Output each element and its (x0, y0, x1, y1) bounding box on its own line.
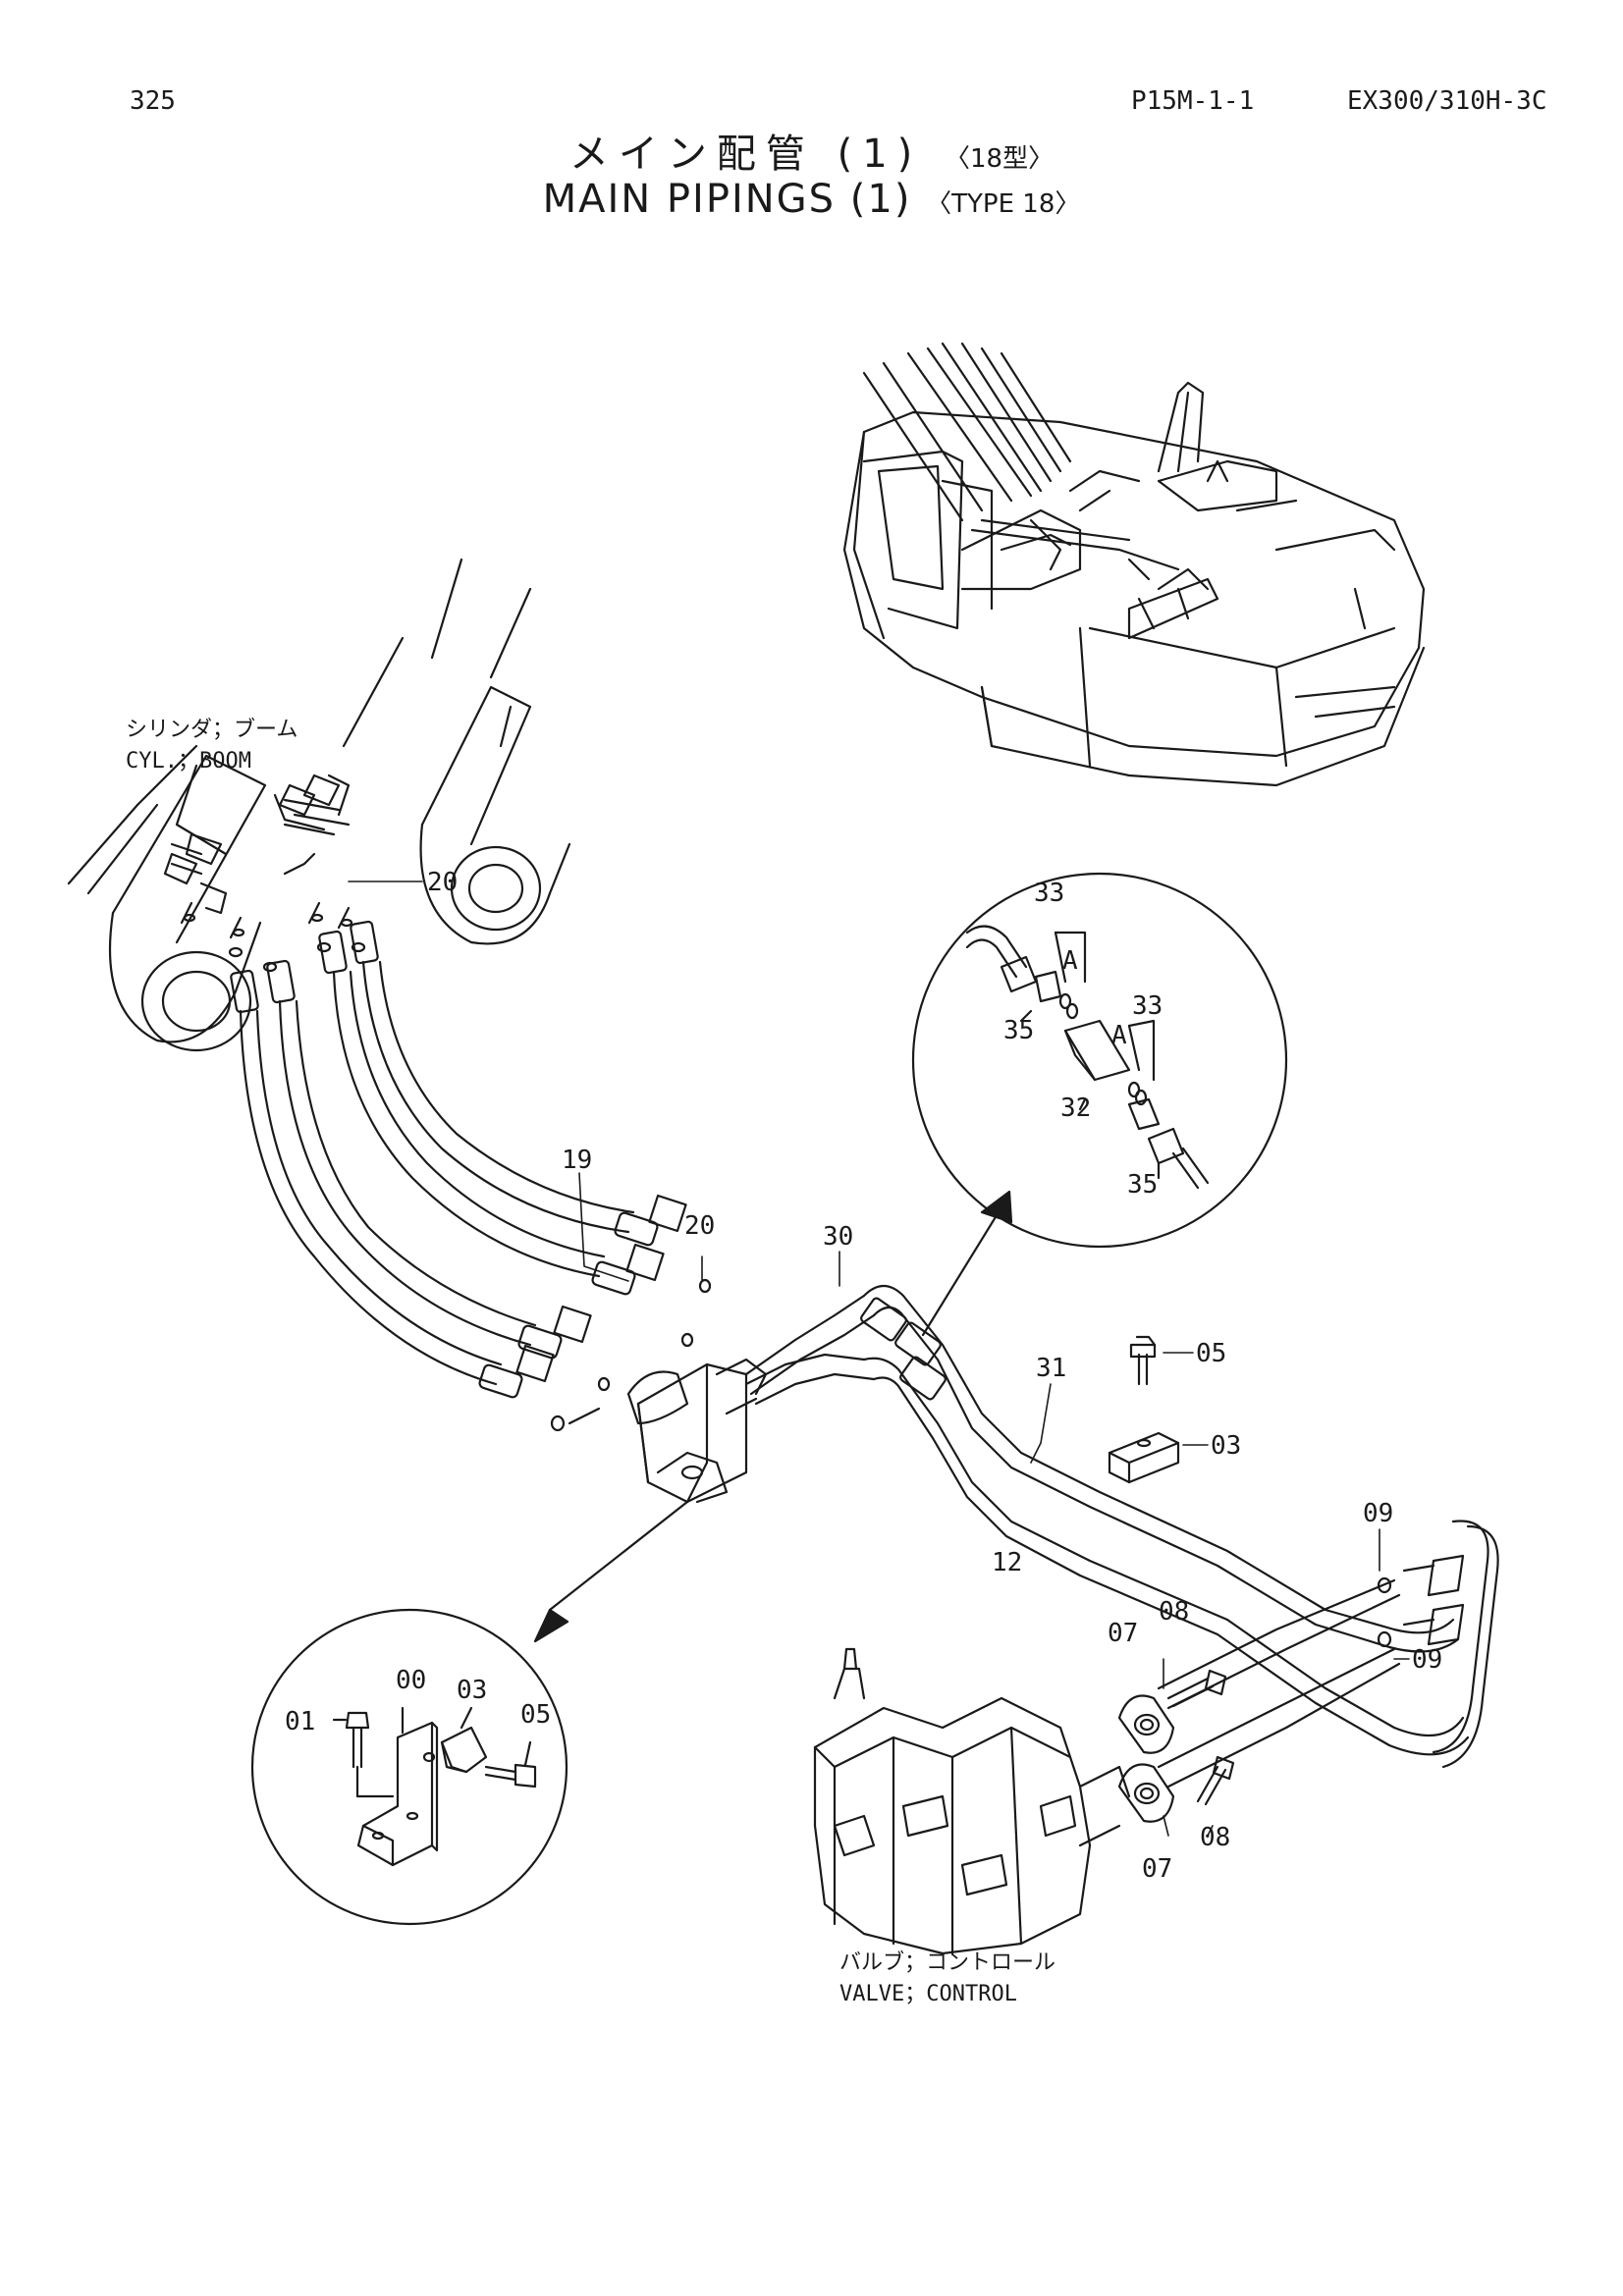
callout-01: 01 (285, 1707, 315, 1736)
callout-19: 19 (562, 1146, 592, 1175)
callout-numbers: 20 19 20 30 31 12 05 03 09 09 07 08 07 0… (285, 868, 1442, 1884)
o-rings (550, 1278, 712, 1432)
detail-a-marks: A A (1062, 946, 1127, 1050)
callout-35b: 35 (1127, 1170, 1158, 1200)
manifold-block (626, 1358, 768, 1504)
label-valve-en: VALVE；CONTROL (839, 1982, 1017, 2006)
boom-lines-overview (862, 342, 1072, 522)
detail-bracket (250, 1608, 568, 1926)
title-japanese-main: メイン配管 (1) (568, 132, 923, 177)
callout-03-pipe: 03 (1211, 1431, 1241, 1461)
callout-31: 31 (1036, 1354, 1066, 1383)
control-valve (813, 1647, 1131, 1955)
steel-pipes (744, 1284, 1499, 1789)
title-english-sub: 〈TYPE 18〉 (926, 189, 1081, 219)
model-code: EX300/310H-3C (1347, 86, 1547, 116)
detail-a-mark-1: A (1062, 946, 1078, 976)
callout-35a: 35 (1003, 1016, 1034, 1045)
label-valve-jp: バルブ；コントロール (839, 1950, 1055, 1975)
callout-07b: 07 (1142, 1854, 1172, 1884)
leader-lines (533, 1190, 1013, 1643)
hoses (230, 920, 687, 1399)
title-english: MAIN PIPINGS (1) 〈TYPE 18〉 (0, 177, 1623, 222)
callout-33a: 33 (1034, 879, 1064, 908)
excavator-overview (842, 381, 1426, 787)
callout-33b: 33 (1132, 991, 1163, 1021)
callout-leaders (348, 881, 1410, 1837)
callout-07a: 07 (1108, 1619, 1138, 1648)
detail-a-mark-2: A (1111, 1021, 1127, 1050)
label-cylinder-en: CYL.；BOOM (126, 749, 251, 774)
title-japanese: メイン配管 (1) 〈18型〉 (0, 122, 1623, 179)
component-labels: シリンダ；ブーム CYL.；BOOM バルブ；コントロール VALVE；CONT… (126, 718, 1055, 2006)
callout-08b: 08 (1200, 1823, 1230, 1852)
title-japanese-sub: 〈18型〉 (945, 144, 1055, 174)
callout-05-pipe: 05 (1196, 1339, 1226, 1368)
callout-05-detail: 05 (520, 1700, 551, 1730)
callout-03-detail: 03 (457, 1676, 487, 1705)
boom-cylinders (67, 558, 571, 1052)
cylinder-fittings (163, 774, 366, 973)
label-cylinder-jp: シリンダ；ブーム (126, 718, 298, 742)
callout-20b: 20 (684, 1211, 715, 1241)
flanges-bolts (1117, 1669, 1235, 1823)
figure-code: P15M-1-1 (1131, 86, 1255, 116)
callout-09b: 09 (1412, 1645, 1442, 1675)
callout-20a: 20 (427, 868, 458, 897)
pipe-clamp (1108, 1335, 1180, 1484)
title-english-main: MAIN PIPINGS (1) (542, 177, 912, 222)
callout-08a: 08 (1159, 1597, 1189, 1627)
callout-00: 00 (396, 1666, 426, 1695)
callout-32: 32 (1060, 1094, 1091, 1123)
callout-30: 30 (823, 1222, 853, 1252)
callout-09a: 09 (1363, 1499, 1393, 1528)
callout-12: 12 (992, 1548, 1022, 1577)
page-number: 325 (130, 86, 176, 116)
detail-a (911, 872, 1288, 1249)
